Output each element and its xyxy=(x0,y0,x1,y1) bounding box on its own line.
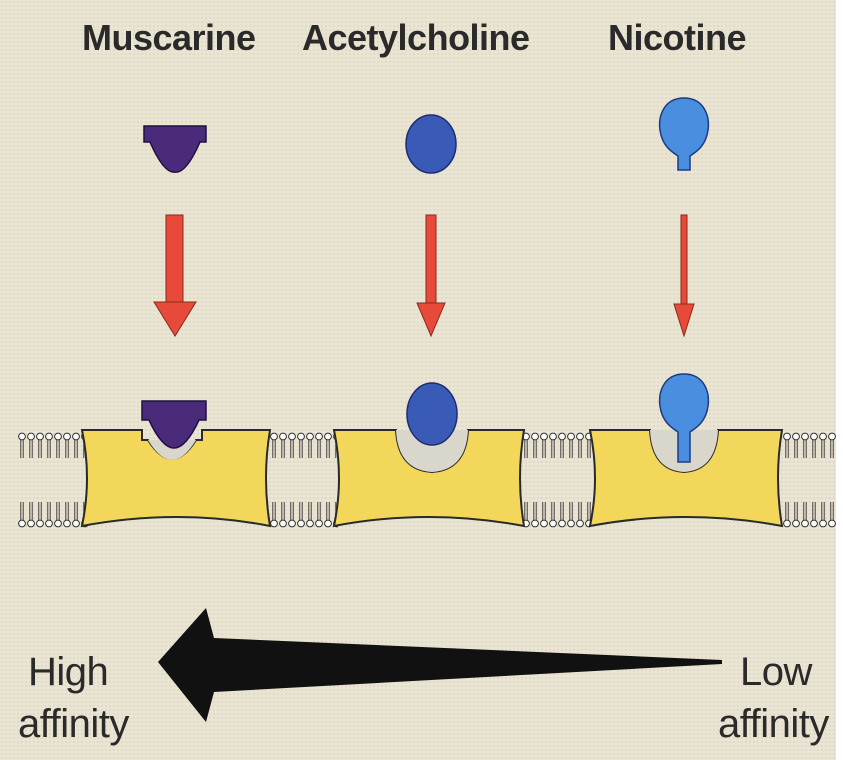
label-acetylcholine: Acetylcholine xyxy=(302,17,530,59)
binding-arrow-acetylcholine xyxy=(417,215,445,336)
acetylcholine-molecule xyxy=(406,115,456,173)
nicotine-molecule xyxy=(660,98,709,170)
label-nicotine: Nicotine xyxy=(608,17,746,59)
binding-arrow-nicotine xyxy=(674,215,694,336)
affinity-gradient-arrow xyxy=(158,608,722,722)
label-muscarine: Muscarine xyxy=(82,17,256,59)
low-affinity-label-line1: Low xyxy=(740,648,812,696)
muscarine-molecule xyxy=(144,126,206,172)
high-affinity-label-line1: High xyxy=(28,648,108,696)
right-border xyxy=(836,0,843,760)
high-affinity-label-line2: affinity xyxy=(18,700,129,748)
low-affinity-label-line2: affinity xyxy=(718,700,829,748)
acetylcholine-bound xyxy=(407,383,457,445)
binding-arrow-muscarine xyxy=(154,215,196,336)
